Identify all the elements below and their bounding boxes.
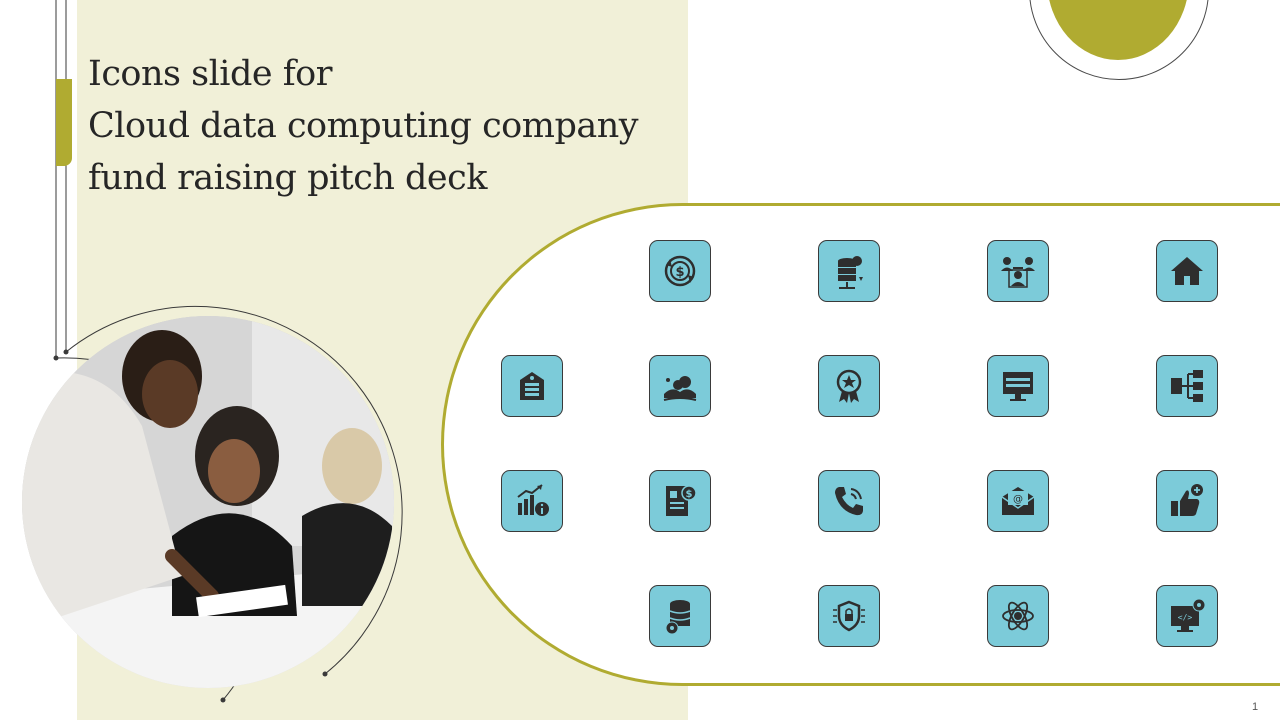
cloud-landscape-icon [649, 355, 711, 417]
atom-data-icon [987, 585, 1049, 647]
slide-title: Icons slide for Cloud data computing com… [88, 48, 678, 204]
database-gear-icon [649, 585, 711, 647]
svg-text:$: $ [675, 265, 684, 280]
home-icon [1156, 240, 1218, 302]
security-shield-icon [818, 585, 880, 647]
cloud-database-icon [818, 240, 880, 302]
email-envelope-icon: @ [987, 470, 1049, 532]
svg-text:@: @ [1013, 494, 1023, 505]
invoice-dollar-icon: $ [649, 470, 711, 532]
team-network-icon [987, 240, 1049, 302]
title-line-1: Icons slide for [88, 54, 332, 94]
web-monitor-icon [987, 355, 1049, 417]
accent-bar [56, 79, 72, 166]
dollar-cycle-icon: $ [649, 240, 711, 302]
code-monitor-icon: </> [1156, 585, 1218, 647]
svg-text:$: $ [686, 489, 693, 500]
award-badge-icon [818, 355, 880, 417]
page-number: 1 [1252, 701, 1259, 713]
svg-text:</>: </> [1178, 613, 1193, 622]
phone-call-icon [818, 470, 880, 532]
hierarchy-chart-icon [1156, 355, 1218, 417]
team-meeting-photo [22, 316, 394, 688]
thumbs-up-plus-icon [1156, 470, 1218, 532]
data-center-icon [501, 355, 563, 417]
title-line-2: Cloud data computing company [88, 106, 639, 146]
title-line-3: fund raising pitch deck [88, 158, 487, 198]
growth-info-chart-icon [501, 470, 563, 532]
